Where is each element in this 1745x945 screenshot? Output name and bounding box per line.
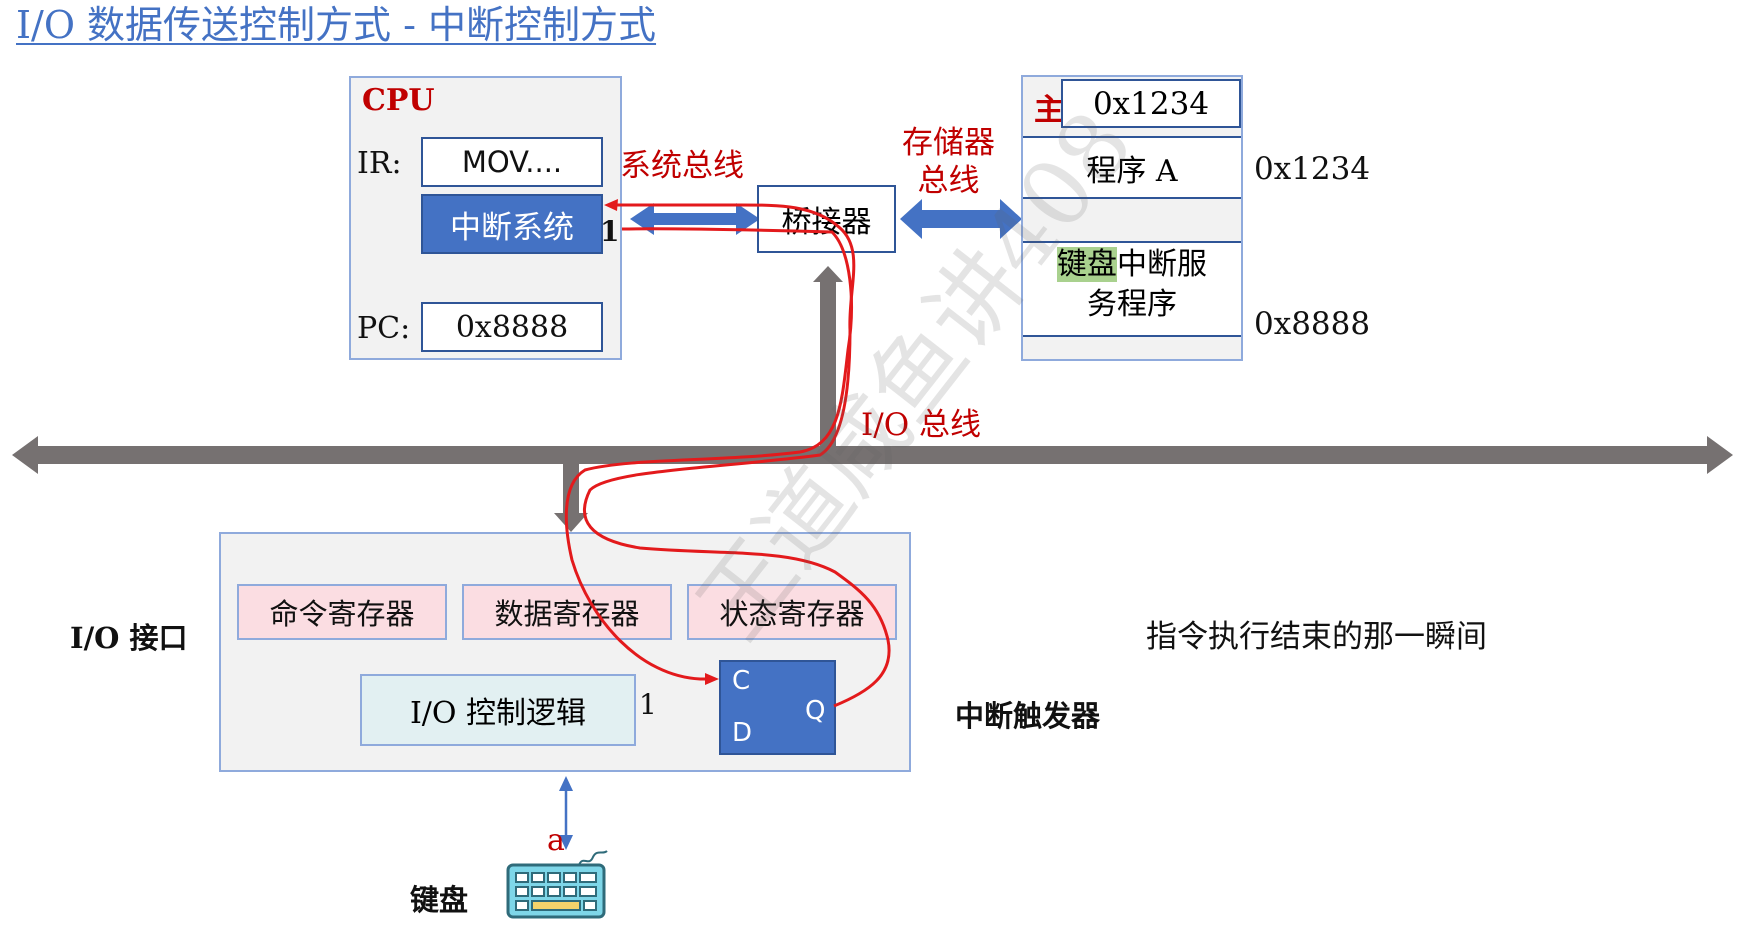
memory-top-cell [1023, 77, 1241, 138]
service-routine-label: 键盘中断服 务程序 [1021, 245, 1243, 325]
interrupt-trigger-label: 中断触发器 [955, 699, 1101, 733]
memory-cell-empty [1023, 199, 1241, 243]
ir-label: IR: [357, 146, 402, 181]
pc-register: 0x8888 [421, 302, 603, 352]
interrupt-system-flag: 1 [600, 215, 620, 248]
system-bus-arrow [630, 203, 760, 235]
system-bus-label: 系统总线 [620, 148, 744, 184]
page-title: I/O 数据传送控制方式 - 中断控制方式 [16, 3, 657, 47]
pc-label: PC: [357, 311, 411, 346]
service-highlight: 键盘 [1057, 247, 1117, 282]
io-control-logic: I/O 控制逻辑 [360, 674, 636, 746]
bridge-io-connector [813, 266, 843, 455]
flip-flop-d: D [732, 718, 753, 748]
keyboard-arrow-down-head [559, 835, 573, 850]
program-a-label: 程序 A [1086, 153, 1178, 189]
flip-flop-q: Q [805, 696, 826, 726]
program-a-address: 0x1234 [1254, 151, 1371, 187]
service-routine-address: 0x8888 [1254, 306, 1371, 342]
service-line2: 务程序 [1087, 287, 1177, 322]
memory-top-value: 0x1234 [1061, 79, 1241, 128]
command-register: 命令寄存器 [237, 584, 447, 640]
memory-label: 主 [1034, 93, 1064, 128]
data-register: 数据寄存器 [462, 584, 672, 640]
flip-flop-c: C [732, 666, 751, 696]
keyboard-icon [506, 850, 608, 919]
io-bus-label: I/O 总线 [861, 407, 981, 443]
status-register: 状态寄存器 [687, 584, 897, 640]
service-line1: 中断服 [1117, 247, 1207, 282]
memory-cell-program-a [1023, 138, 1241, 199]
memory-bus-arrow [900, 199, 1022, 239]
ir-register: MOV.... [421, 137, 603, 187]
bridge: 桥接器 [757, 185, 896, 253]
keyboard-key-char: a [547, 823, 565, 858]
keyboard-label: 键盘 [410, 883, 469, 917]
instruction-end-note: 指令执行结束的那一瞬间 [1146, 619, 1487, 655]
memory-bus-label: 存储器 总线 [902, 125, 995, 199]
cpu-label: CPU [362, 83, 435, 118]
interrupt-system: 中断系统 [421, 194, 603, 254]
io-interface-label: I/O 接口 [70, 621, 188, 655]
control-logic-output: 1 [639, 688, 657, 721]
keyboard-arrow-up-head [559, 776, 573, 791]
